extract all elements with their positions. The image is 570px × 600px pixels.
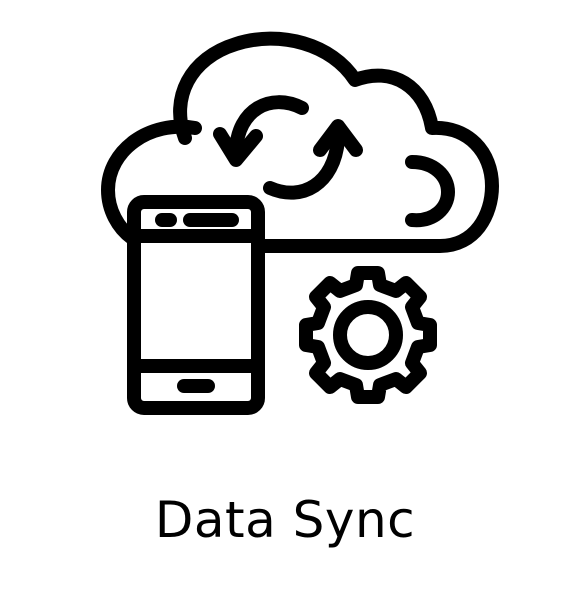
gear-icon [299,266,437,404]
smartphone-icon [127,195,265,415]
caption-label: Data Sync [154,491,416,549]
cloud-icon [101,31,499,253]
sync-arrows-icon [213,95,363,200]
